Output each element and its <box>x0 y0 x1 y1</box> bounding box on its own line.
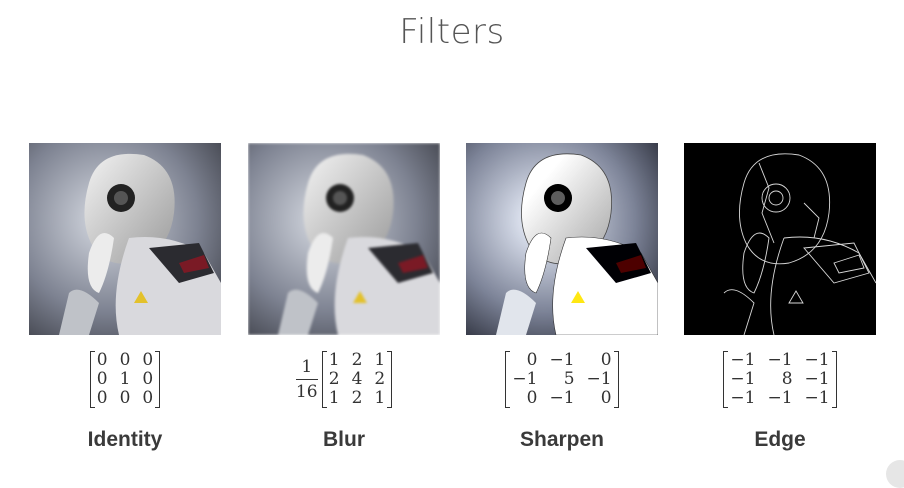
robot-image-sharpen <box>466 143 658 335</box>
filter-label-blur: Blur <box>323 428 365 451</box>
robot-image-edge <box>684 143 876 335</box>
corner-button[interactable] <box>886 460 904 488</box>
robot-image-blur <box>248 143 440 335</box>
slide-title: Filters <box>399 12 505 52</box>
robot-image-identity <box>29 143 221 335</box>
filter-label-sharpen: Sharpen <box>519 428 605 451</box>
filter-label-identity: Identity <box>87 428 163 451</box>
filter-label-edge: Edge <box>754 428 806 451</box>
